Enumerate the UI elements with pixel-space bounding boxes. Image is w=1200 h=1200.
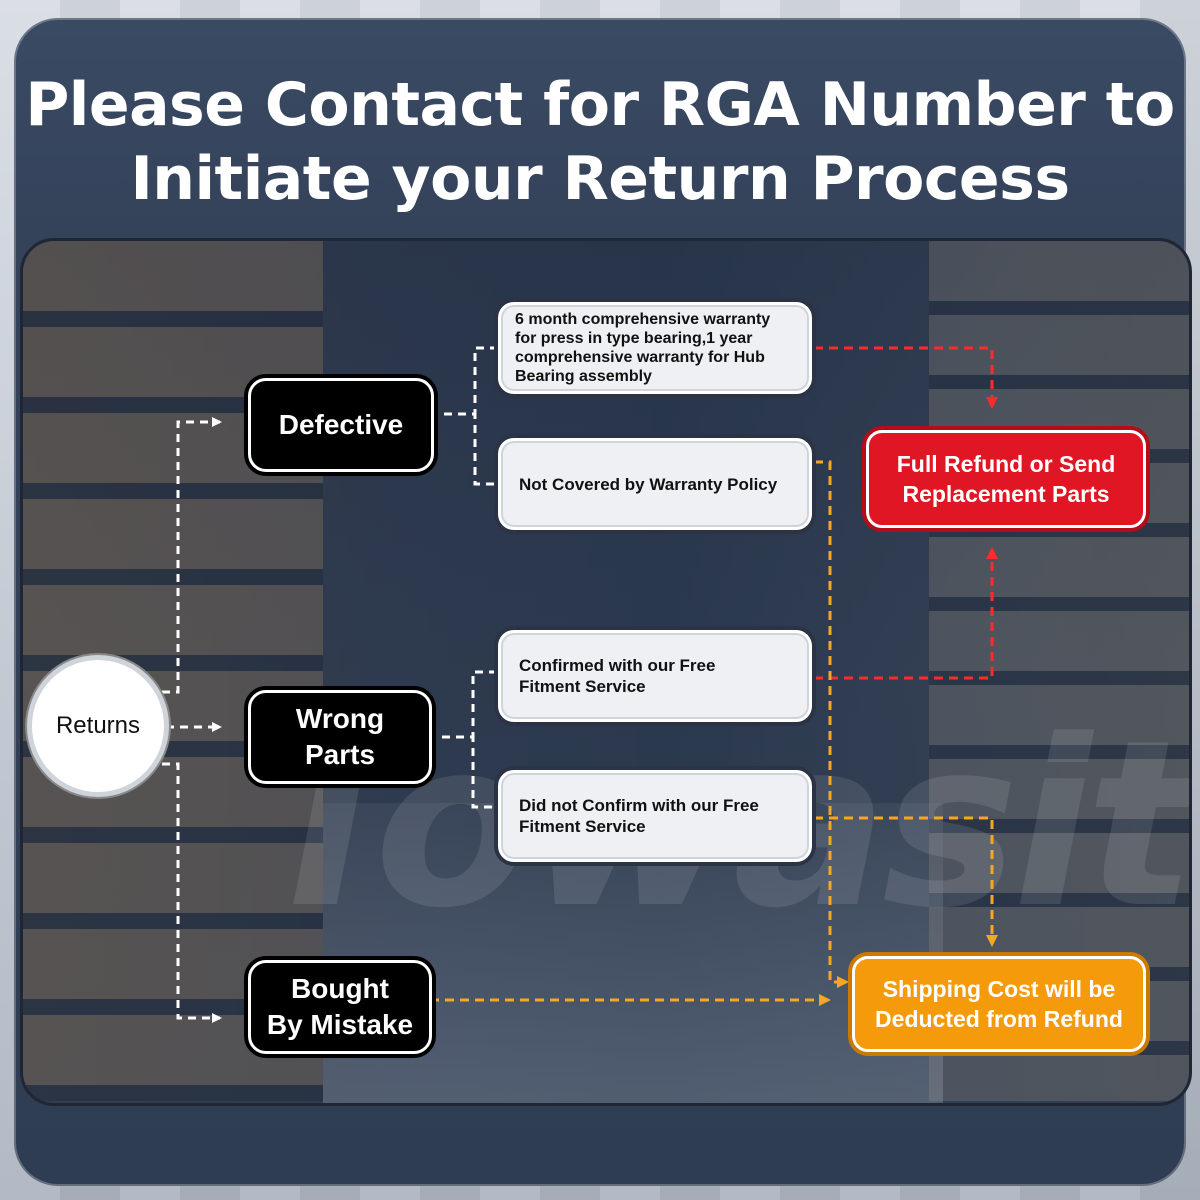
returns-node: Returns [32,660,164,792]
warranty-text-line-3: comprehensive warranty for Hub [515,349,765,366]
category-branch-lines [428,346,498,809]
warranty-text-line-1: 6 month comprehensive warranty [515,311,771,328]
not-covered-label: Not Covered by Warranty Policy [519,474,778,494]
shipping-cost-line-1: Shipping Cost will be [882,976,1116,1002]
bought-by-mistake-label-line-2: By Mistake [266,1009,414,1040]
warranty-coverage-node: 6 month comprehensive warranty for press… [498,302,812,394]
bought-by-mistake-node: Bought By Mistake [248,960,432,1054]
shipping-cost-outcome: Shipping Cost will be Deducted from Refu… [852,956,1146,1052]
returns-label: Returns [55,712,141,739]
wrong-parts-label-line-2: Parts [304,739,376,770]
full-refund-line-2: Replacement Parts [902,481,1110,507]
shipping-cost-line-2: Deducted from Refund [875,1006,1123,1032]
defective-label: Defective [278,409,404,440]
returns-branch-lines [162,417,222,1023]
full-refund-outcome: Full Refund or Send Replacement Parts [866,430,1146,528]
shipping-path-lines [430,460,998,1006]
defective-node: Defective [248,378,434,472]
warranty-text-line-2: for press in type bearing,1 year [515,330,753,347]
title-line-1: Please Contact for RGA Number to [25,70,1175,140]
not-covered-node: Not Covered by Warranty Policy [498,438,812,530]
not-confirmed-label-line-1: Did not Confirm with our Free [519,796,759,815]
warranty-text-line-4: Bearing assembly [515,368,652,385]
confirmed-label-line-2: Fitment Service [519,677,646,696]
not-confirmed-fitment-node: Did not Confirm with our Free Fitment Se… [498,770,812,862]
full-refund-line-1: Full Refund or Send [896,451,1116,477]
title-line-2: Initiate your Return Process [130,144,1070,214]
not-confirmed-label-line-2: Fitment Service [519,817,646,836]
page-title: Please Contact for RGA Number to Initiat… [0,68,1200,216]
wrong-parts-node: Wrong Parts [248,690,432,784]
confirmed-fitment-node: Confirmed with our Free Fitment Service [498,630,812,722]
refund-path-lines [814,346,998,680]
bought-by-mistake-label-line-1: Bought [291,973,389,1004]
confirmed-label-line-1: Confirmed with our Free [519,656,716,675]
wrong-parts-label-line-1: Wrong [295,703,385,734]
